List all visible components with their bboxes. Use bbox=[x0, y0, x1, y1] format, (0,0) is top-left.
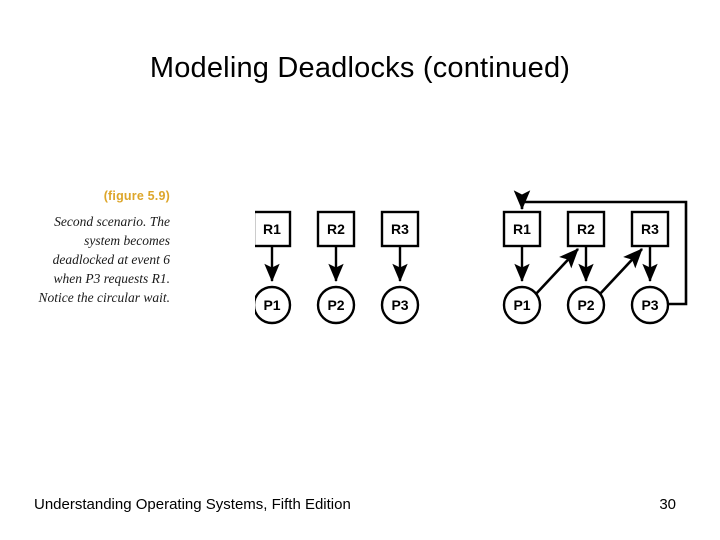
process-node-p2 bbox=[316, 285, 356, 325]
footer-book-title: Understanding Operating Systems, Fifth E… bbox=[34, 496, 351, 513]
caption-line: Notice the circular wait. bbox=[38, 289, 170, 305]
process-node-p1 bbox=[255, 285, 292, 325]
resource-allocation-graph-before: R1 R2 R3 P1 P2 P3 bbox=[255, 185, 455, 335]
resource-label-r1: R1 bbox=[263, 221, 281, 237]
footer-page-number: 30 bbox=[659, 496, 676, 513]
resource-node-r3 bbox=[630, 210, 670, 248]
slide-footer: Understanding Operating Systems, Fifth E… bbox=[0, 496, 720, 518]
process-node-p3 bbox=[630, 285, 670, 325]
figure-number-label: (figure 5.9) bbox=[103, 189, 170, 203]
resource-node-r3 bbox=[380, 210, 420, 248]
resource-label-r3: R3 bbox=[641, 221, 659, 237]
resource-label-r2: R2 bbox=[327, 221, 345, 237]
figure-caption-block: (figure 5.9) Second scenario. The system… bbox=[8, 189, 170, 307]
process-label-p1: P1 bbox=[263, 297, 280, 313]
resource-allocation-graph-deadlocked: R1 R2 R3 P1 P2 P3 bbox=[493, 185, 703, 335]
process-node-p2 bbox=[566, 285, 606, 325]
caption-line: deadlocked at event 6 bbox=[52, 251, 170, 267]
resource-label-r1: R1 bbox=[513, 221, 531, 237]
edge-p3-to-r1-circular-wait bbox=[513, 190, 688, 306]
caption-line: when P3 requests R1. bbox=[53, 270, 170, 286]
process-node-p1 bbox=[502, 285, 542, 325]
resource-node-r2 bbox=[316, 210, 356, 248]
process-label-p1: P1 bbox=[513, 297, 530, 313]
diagram-canvas-left: R1 R2 R3 P1 P2 P3 bbox=[255, 210, 420, 325]
process-node-p3 bbox=[380, 285, 420, 325]
process-label-p2: P2 bbox=[327, 297, 344, 313]
resource-node-r1 bbox=[502, 210, 542, 248]
edge-p2-to-r3 bbox=[598, 248, 643, 296]
page-title: Modeling Deadlocks (continued) bbox=[149, 52, 571, 84]
diagram-canvas-right: R1 R2 R3 P1 P2 P3 bbox=[502, 190, 688, 325]
caption-line: Second scenario. The bbox=[54, 213, 170, 229]
process-label-p2: P2 bbox=[577, 297, 594, 313]
resource-node-r1 bbox=[255, 210, 292, 248]
resource-label-r3: R3 bbox=[391, 221, 409, 237]
figure-caption-text: Second scenario. The system becomes dead… bbox=[8, 212, 170, 307]
process-label-p3: P3 bbox=[641, 297, 658, 313]
resource-label-r2: R2 bbox=[577, 221, 595, 237]
caption-line: system becomes bbox=[84, 232, 170, 248]
resource-node-r2 bbox=[566, 210, 606, 248]
process-label-p3: P3 bbox=[391, 297, 408, 313]
edge-p1-to-r2 bbox=[534, 248, 579, 296]
